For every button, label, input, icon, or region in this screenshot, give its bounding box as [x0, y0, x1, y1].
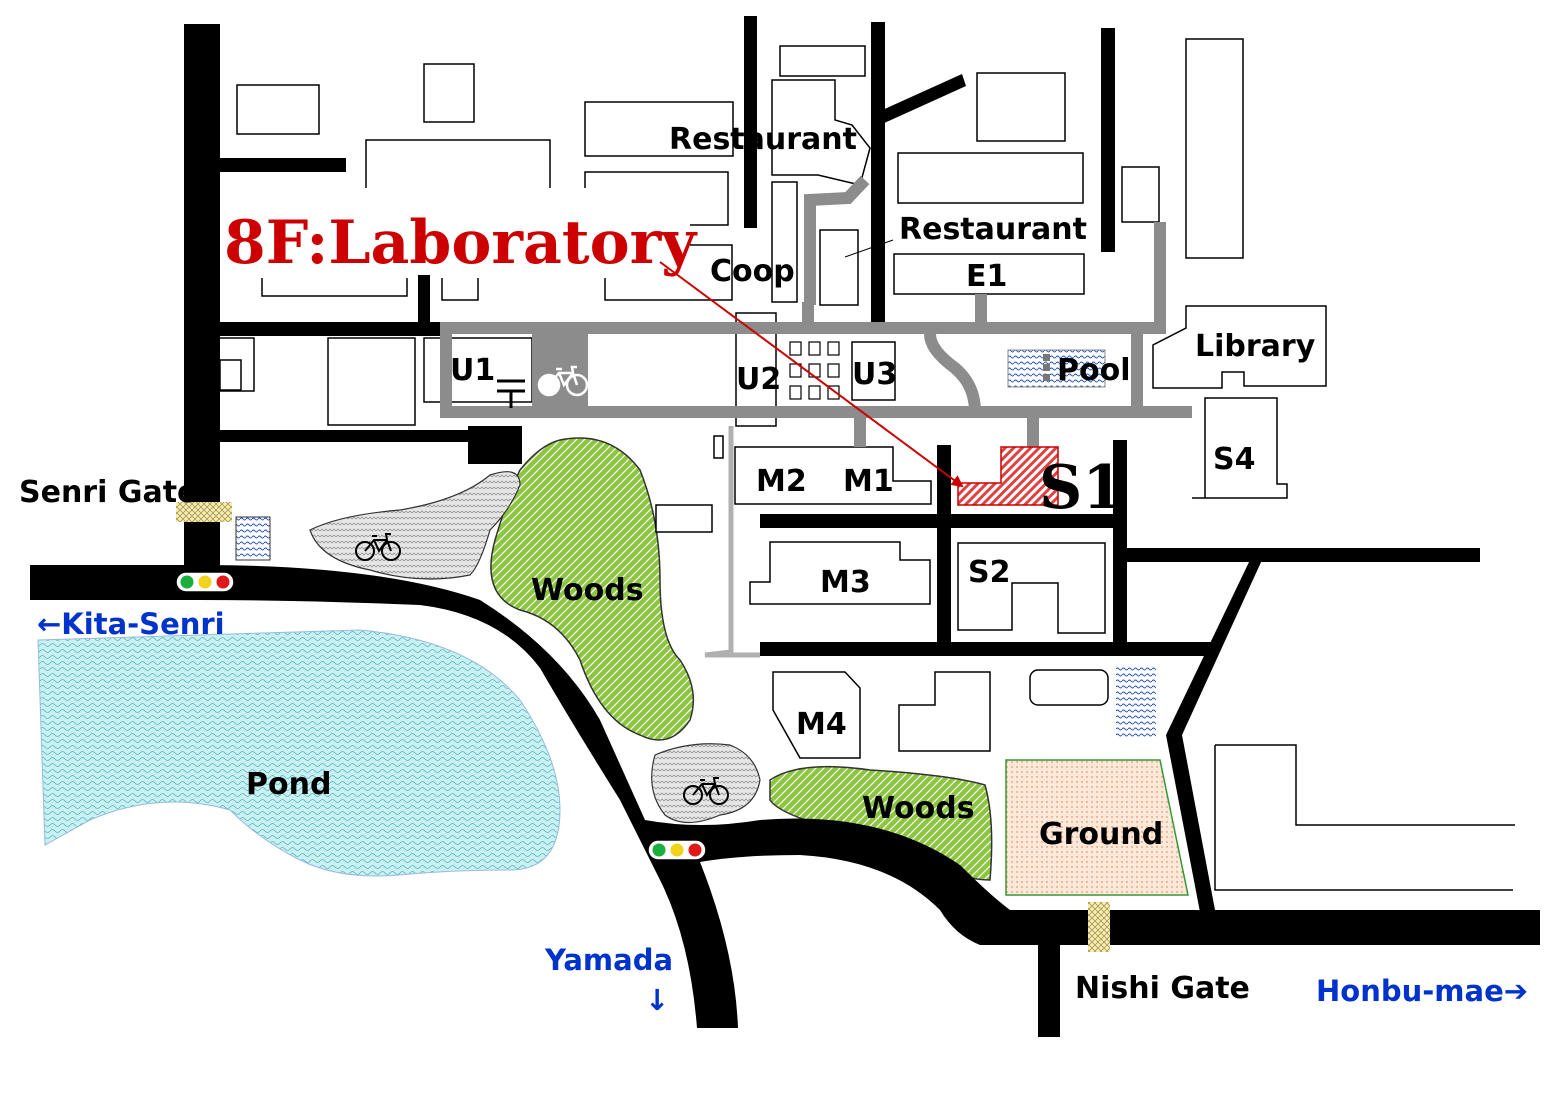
restaurant-label-1: Restaurant — [669, 122, 857, 157]
building-e1-label: E1 — [966, 259, 1007, 294]
building-s2-label: S2 — [968, 555, 1010, 590]
laboratory-label: 8F:Laboratory — [224, 208, 698, 278]
pool-area — [1007, 349, 1106, 388]
senri-gate-label: Senri Gate — [19, 475, 197, 510]
bicycle-parking-area-1 — [309, 471, 521, 580]
yamada-direction: Yamada — [544, 943, 673, 977]
coop-label: Coop — [710, 254, 795, 289]
pond-label: Pond — [246, 767, 331, 802]
traffic-light-icon — [647, 839, 707, 861]
building-m1-label: M1 — [843, 464, 894, 499]
ground-field — [1005, 759, 1189, 896]
walking-paths — [440, 175, 1192, 447]
pond-small-2 — [1116, 665, 1156, 738]
pond — [37, 629, 561, 877]
pedestrian-crossing-icon — [1088, 902, 1110, 952]
building-s4-label: S4 — [1213, 442, 1255, 477]
woods-label-1: Woods — [531, 573, 644, 608]
nishi-gate-label: Nishi Gate — [1075, 971, 1250, 1006]
building-u2-label: U2 — [736, 362, 781, 397]
honbu-mae-direction: Honbu-mae➔ — [1316, 974, 1528, 1008]
building-m2-label: M2 — [756, 464, 807, 499]
building-m4-label: M4 — [796, 707, 847, 742]
bicycle-icon — [537, 365, 589, 397]
pond-small — [235, 516, 271, 561]
building-u1-label: U1 — [450, 353, 495, 388]
pedestrian-crossing-icon — [176, 502, 232, 522]
yamada-arrow-icon: ↓ — [645, 983, 669, 1017]
laboratory-pointer-arrow — [659, 261, 964, 488]
building-m3-label: M3 — [820, 565, 871, 600]
pool-label: Pool — [1057, 353, 1131, 388]
laboratory-building — [957, 446, 1059, 506]
kita-senri-direction: ←Kita-Senri — [37, 607, 225, 641]
building-u3-label: U3 — [852, 357, 897, 392]
building-s1-label: S1 — [1039, 453, 1124, 523]
restaurant-label-2: Restaurant — [899, 212, 1087, 247]
post-office-icon — [497, 379, 525, 408]
ground-label: Ground — [1039, 817, 1163, 852]
woods-label-2: Woods — [862, 791, 975, 826]
library-label: Library — [1195, 329, 1316, 364]
buildings — [217, 38, 1515, 891]
traffic-light-icon — [175, 571, 235, 593]
roads — [30, 16, 1540, 1037]
